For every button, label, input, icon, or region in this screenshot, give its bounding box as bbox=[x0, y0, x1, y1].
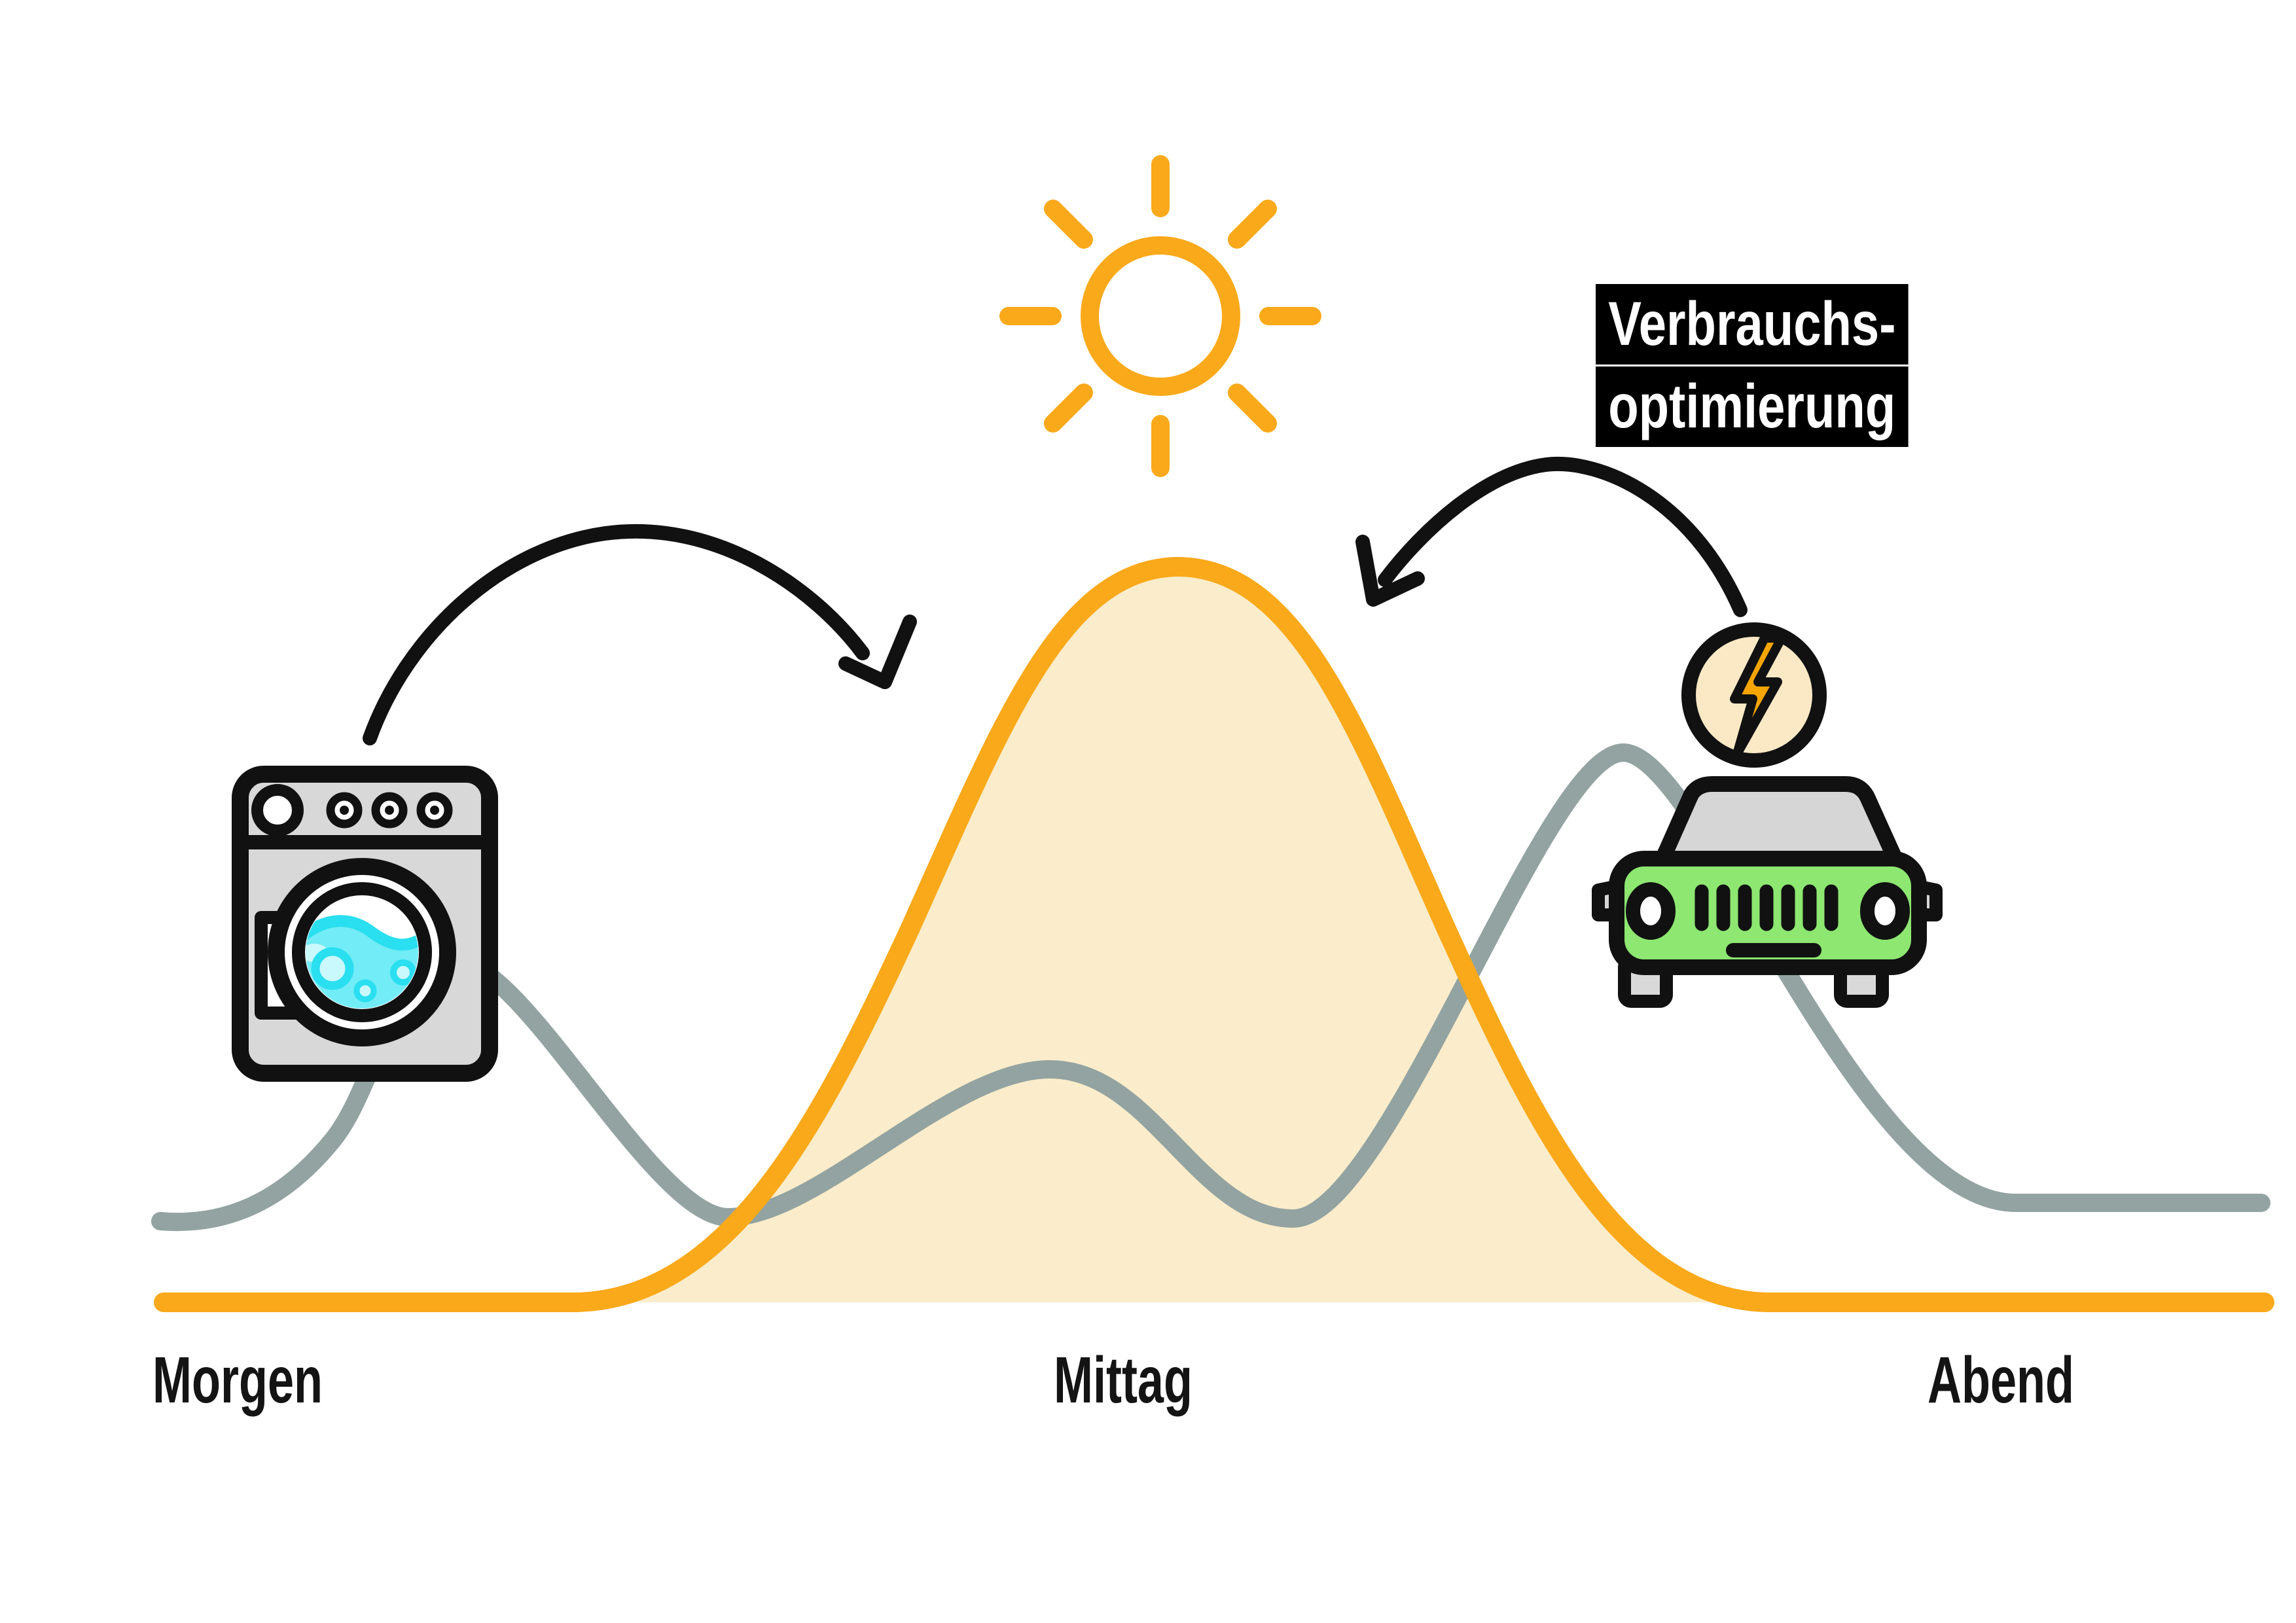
machine-knob bbox=[251, 784, 304, 836]
car-grill bbox=[1695, 884, 1839, 931]
axis-label-noon: Mittag bbox=[1054, 1344, 1193, 1417]
axis-label-evening: Abend bbox=[1928, 1344, 2074, 1417]
sun-icon bbox=[999, 155, 1321, 477]
solar-area-fill bbox=[576, 567, 1767, 1302]
arrow-left-to-noon-icon bbox=[363, 524, 917, 745]
lightning-bolt-icon bbox=[1730, 633, 1786, 758]
arrow-right-to-noon-icon bbox=[1355, 457, 1748, 617]
machine-buttons bbox=[326, 792, 453, 829]
washing-machine-icon bbox=[232, 766, 498, 1082]
optimization-label-line2: optimierung bbox=[1596, 366, 1909, 447]
machine-water bbox=[306, 915, 418, 1008]
lightning-badge bbox=[1681, 622, 1827, 768]
axis-label-morning: Morgen bbox=[152, 1344, 323, 1417]
car-headlight-right bbox=[1860, 882, 1910, 940]
solar-curve bbox=[154, 556, 2274, 1312]
electric-car-icon bbox=[1592, 776, 1943, 1008]
car-cabin bbox=[1652, 776, 1906, 873]
optimization-label-line1: Verbrauchs- bbox=[1596, 284, 1909, 365]
car-headlight-left bbox=[1626, 882, 1676, 940]
